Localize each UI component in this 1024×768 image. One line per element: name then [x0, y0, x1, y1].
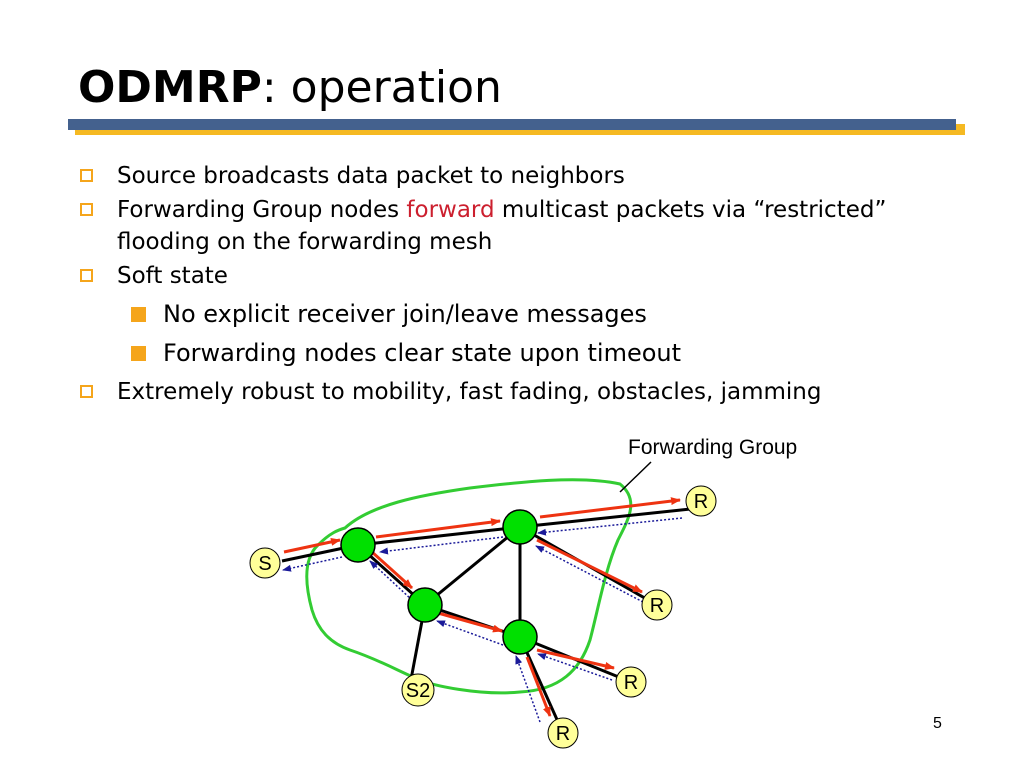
sub-bullet-item: No explicit receiver join/leave messages: [80, 298, 980, 331]
bullet-text: Source broadcasts data packet to neighbo…: [117, 163, 625, 189]
data-forward-arrows: [283, 497, 681, 717]
forwarding-node: [502, 619, 538, 655]
forwarding-node: [502, 509, 538, 545]
forwarding-group-pointer: [619, 461, 652, 493]
sub-bullet-text: No explicit receiver join/leave messages: [163, 300, 647, 328]
receiver-node: R: [547, 717, 579, 749]
bullet-text: Extremely robust to mobility, fast fadin…: [117, 379, 822, 405]
filled-square-bullet-icon: [131, 346, 146, 361]
receiver-node: R: [641, 589, 673, 621]
hollow-square-bullet-icon: [80, 203, 93, 216]
receiver-label: R: [650, 595, 664, 617]
bullet-text: Soft state: [117, 263, 228, 289]
page-number: 5: [933, 715, 942, 732]
forwarding-node: [407, 587, 443, 623]
bullet-text-pre: Forwarding Group nodes: [117, 197, 407, 223]
receiver-label: R: [556, 723, 570, 745]
hollow-square-bullet-icon: [80, 385, 93, 398]
hollow-square-bullet-icon: [80, 169, 93, 182]
bullet-item: Forwarding Group nodes forward multicast…: [80, 194, 980, 258]
slide-title: ODMRP: operation: [78, 58, 502, 118]
receiver-label: R: [694, 491, 708, 513]
filled-square-bullet-icon: [131, 307, 146, 322]
bullet-item: Source broadcasts data packet to neighbo…: [80, 160, 980, 192]
slide-title-bold: ODMRP: [78, 62, 262, 113]
bullet-text-post: multicast packets via “restricted” flood…: [117, 197, 887, 255]
title-rule: [68, 119, 956, 130]
source-label: S: [258, 553, 271, 575]
sub-bullet-text: Forwarding nodes clear state upon timeou…: [163, 339, 682, 367]
bullet-highlight-forward: forward: [406, 197, 495, 223]
source2-label: S2: [406, 680, 430, 702]
source-node-s: S: [249, 547, 281, 579]
bullet-item: Extremely robust to mobility, fast fadin…: [80, 376, 980, 408]
bullet-list: Source broadcasts data packet to neighbo…: [80, 160, 980, 410]
hollow-square-bullet-icon: [80, 269, 93, 282]
forwarding-group-label: Forwarding Group: [628, 436, 798, 459]
sub-bullet-item: Forwarding nodes clear state upon timeou…: [80, 337, 980, 370]
slide-title-rest: : operation: [261, 62, 502, 113]
receiver-label: R: [624, 672, 638, 694]
forwarding-node: [340, 527, 376, 563]
receiver-node: R: [615, 666, 647, 698]
forwarding-group-outline: [305, 478, 633, 695]
bullet-item: Soft state: [80, 260, 980, 292]
source-node-s2: S2: [401, 673, 435, 707]
receiver-node: R: [685, 485, 717, 517]
join-reply-arrows: [282, 517, 683, 723]
